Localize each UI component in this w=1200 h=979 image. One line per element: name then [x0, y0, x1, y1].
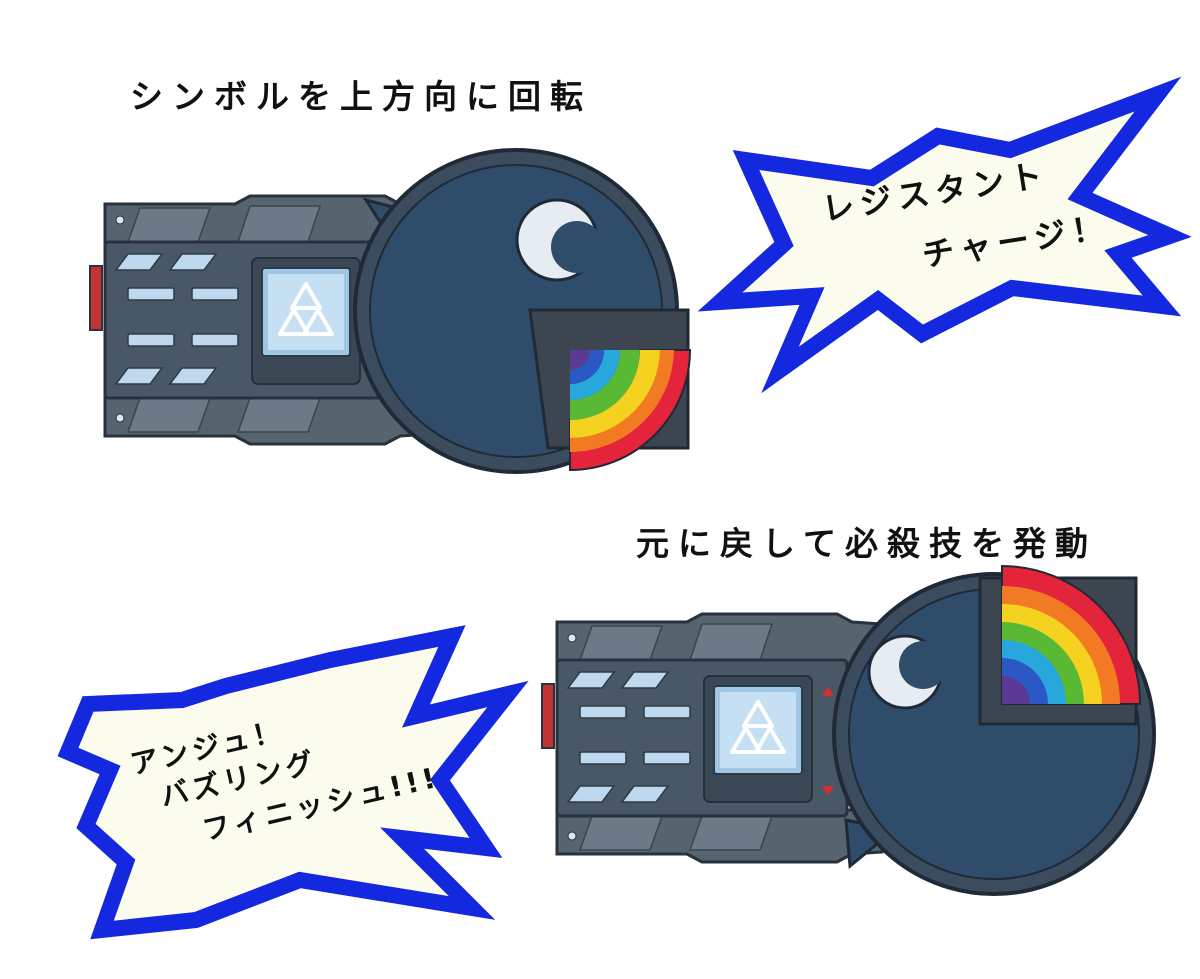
rainbow-symbol-segment — [528, 308, 692, 472]
speech-burst-left — [57, 625, 529, 940]
caption-return-and-finish: 元に戻して必殺技を発動 — [636, 524, 1098, 563]
caption-rotate-symbol: シンボルを上方向に回転 — [130, 77, 592, 116]
rainbow-symbol-segment — [978, 564, 1142, 726]
crescent-eye-icon — [515, 198, 603, 282]
speech-burst-right — [697, 76, 1192, 394]
transform-device-top — [88, 148, 692, 474]
transform-device-bottom — [540, 564, 1156, 896]
crescent-eye-icon — [867, 634, 947, 710]
